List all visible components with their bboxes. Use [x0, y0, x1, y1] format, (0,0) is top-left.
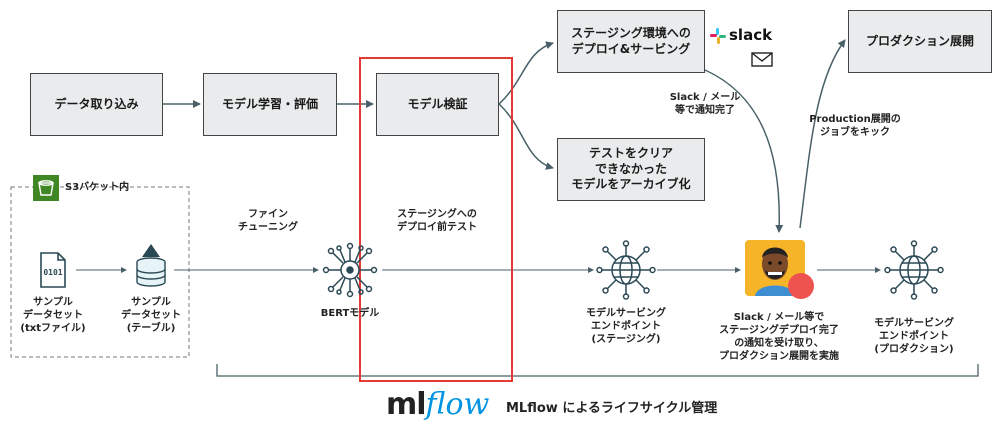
edge-validate-to-archive [498, 103, 554, 170]
box-staging-deploy: ステージング環境への デプロイ&サービング [557, 10, 705, 73]
box-data-ingest: データ取り込み [30, 73, 163, 136]
label-user-action: Slack / メール等で ステージングデプロイ完了 の通知を受け取り、 プロダ… [719, 312, 839, 362]
user-avatar-icon [745, 240, 814, 299]
serving-endpoint-production-icon [884, 240, 944, 300]
label-notify: Slack / メール 等で通知完了 [669, 92, 741, 116]
edge-user-to-prod [799, 39, 846, 229]
delta-table-icon [136, 244, 166, 287]
slack-logo: slack [710, 26, 773, 46]
edge-staging-to-user [704, 69, 784, 233]
label-dataset-table: サンプル データセット (テーブル) [121, 297, 181, 334]
label-bert-model: BERTモデル [320, 308, 380, 319]
bert-model-icon [322, 242, 378, 298]
box-model-training: モデル学習・評価 [203, 73, 337, 136]
serving-endpoint-staging-icon [596, 240, 656, 300]
mail-icon [751, 52, 773, 67]
s3-title: S3バケット内 [65, 182, 130, 193]
mlflow-logo-ml: ml [386, 387, 427, 422]
slack-wordmark: slack [729, 26, 773, 44]
label-pre-deploy-test: ステージングへの デプロイ前テスト [397, 209, 477, 233]
s3-bucket-boundary [10, 186, 190, 358]
box-production-deploy: プロダクション展開 [848, 10, 992, 73]
mlflow-logo-flow: flow [425, 387, 490, 422]
box-model-validation: モデル検証 [376, 73, 499, 136]
label-dataset-file: サンプル データセット (txtファイル) [20, 297, 86, 334]
file-icon-text: 0101 [43, 268, 63, 277]
slack-hash-icon [710, 28, 726, 44]
edge-validate-to-staging [498, 41, 554, 105]
highlight-frame [359, 57, 513, 382]
mlflow-logo: mlflow [386, 387, 490, 422]
label-prod-job: Production展開の ジョブをキック [809, 114, 901, 138]
mlflow-caption: MLflow によるライフサイクル管理 [506, 401, 718, 416]
mlflow-scope-brace [216, 364, 979, 377]
label-serving-staging: モデルサービング エンドポイント (ステージング) [586, 308, 666, 345]
box-archive-model: テストをクリア できなかった モデルをアーカイブ化 [557, 138, 705, 201]
s3-bucket-icon [33, 175, 59, 201]
label-serving-production: モデルサービング エンドポイント (プロダクション) [874, 318, 954, 355]
file-icon [40, 252, 66, 288]
label-finetune: ファイン チューニング [238, 209, 298, 233]
